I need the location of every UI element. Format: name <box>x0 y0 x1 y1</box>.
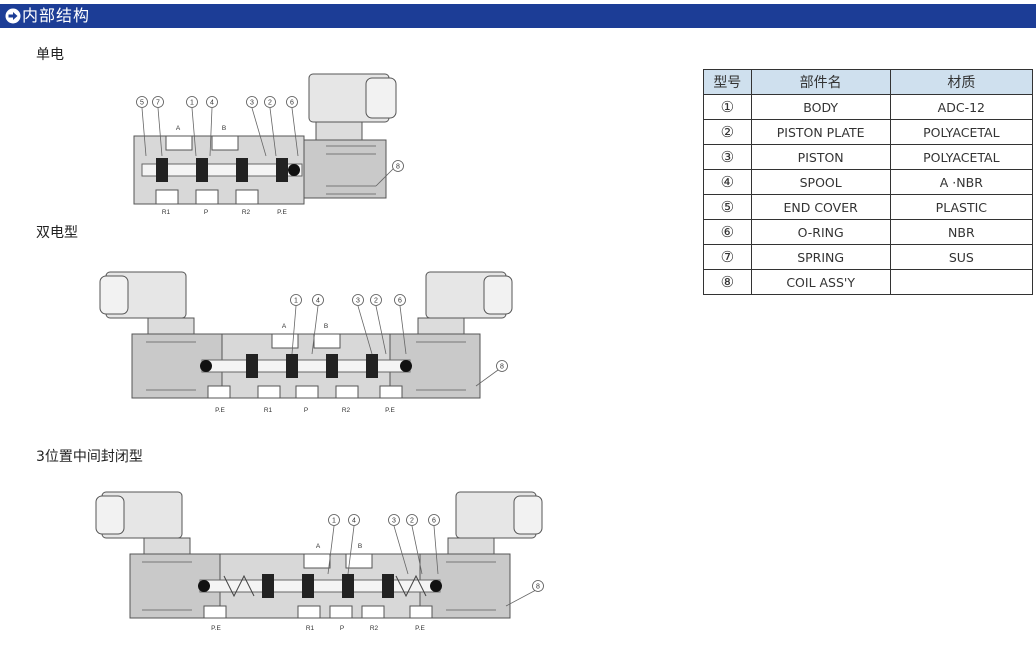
cell-part: BODY <box>750 94 891 120</box>
callout-label: 4 <box>210 100 214 107</box>
callout-label: 6 <box>432 518 436 525</box>
section-title: 内部结构 <box>22 6 91 25</box>
cell-no: ③ <box>703 144 752 170</box>
table-row: ④ SPOOL A ·NBR <box>703 169 1034 195</box>
port-label: B <box>358 543 362 550</box>
port-label: R1 <box>306 625 315 632</box>
cell-no: ⑥ <box>703 219 752 245</box>
port-label: A <box>176 125 181 132</box>
callout-label: 8 <box>500 364 504 371</box>
callout-label: 4 <box>316 298 320 305</box>
label-double-solenoid: 双电型 <box>36 225 78 241</box>
port-label: R2 <box>370 625 379 632</box>
cell-part: SPRING <box>750 244 891 270</box>
section-header: 内部结构 <box>0 4 1036 28</box>
callout-label: 3 <box>250 100 254 107</box>
cell-part: PISTON PLATE <box>750 119 891 145</box>
table-row: ⑥ O-RING NBR <box>703 219 1034 245</box>
header-model-no: 型号 <box>703 69 752 95</box>
cell-material: A ·NBR <box>889 169 1034 195</box>
callout-label: 8 <box>396 164 400 171</box>
cell-no: ④ <box>703 169 752 195</box>
cell-part: COIL ASS'Y <box>750 269 891 295</box>
port-label: P <box>340 625 344 632</box>
cell-material <box>889 269 1034 295</box>
callout-label: 1 <box>294 298 298 305</box>
port-label: P.E <box>385 407 395 414</box>
arrow-right-circle-icon <box>5 8 21 24</box>
callout-label: 1 <box>190 100 194 107</box>
cell-material: SUS <box>889 244 1034 270</box>
cell-material: POLYACETAL <box>889 144 1034 170</box>
diagram-double-solenoid: 1 4 3 2 6 8 A B P.E R1 P R2 P.E <box>99 271 513 414</box>
callout-label: 8 <box>536 584 540 591</box>
callout-label: 1 <box>332 518 336 525</box>
port-label: R2 <box>342 407 351 414</box>
label-single-solenoid: 单电 <box>36 47 64 63</box>
port-label: R1 <box>264 407 273 414</box>
header-material: 材质 <box>889 69 1034 95</box>
cell-no: ② <box>703 119 752 145</box>
port-label: P.E <box>211 625 221 632</box>
cell-material: PLASTIC <box>889 194 1034 220</box>
parts-table: 型号 部件名 材质 ① BODY ADC-12 ② PISTON PLATE P… <box>703 69 1034 295</box>
cell-material: ADC-12 <box>889 94 1034 120</box>
cell-material: POLYACETAL <box>889 119 1034 145</box>
table-row: ⑧ COIL ASS'Y <box>703 269 1034 295</box>
port-label: B <box>324 323 328 330</box>
cell-part: O-RING <box>750 219 891 245</box>
callout-label: 2 <box>374 298 378 305</box>
callout-label: 2 <box>268 100 272 107</box>
port-label: P.E <box>277 209 287 216</box>
callout-label: 3 <box>356 298 360 305</box>
port-label: R1 <box>162 209 171 216</box>
callout-label: 5 <box>140 100 144 107</box>
table-row: ① BODY ADC-12 <box>703 94 1034 120</box>
table-row: ② PISTON PLATE POLYACETAL <box>703 119 1034 145</box>
callout-label: 7 <box>156 100 160 107</box>
callout-label: 6 <box>290 100 294 107</box>
port-label: B <box>222 125 226 132</box>
diagram-single-solenoid: 5 7 1 4 3 2 6 8 A B R1 P R2 P.E <box>133 73 404 216</box>
table-row: ⑦ SPRING SUS <box>703 244 1034 270</box>
header-part-name: 部件名 <box>750 69 891 95</box>
cell-part: PISTON <box>750 144 891 170</box>
callout-label: 3 <box>392 518 396 525</box>
port-label: A <box>282 323 287 330</box>
table-row: ③ PISTON POLYACETAL <box>703 144 1034 170</box>
cell-no: ⑤ <box>703 194 752 220</box>
callout-label: 6 <box>398 298 402 305</box>
port-label: P.E <box>415 625 425 632</box>
port-label: R2 <box>242 209 251 216</box>
cell-part: SPOOL <box>750 169 891 195</box>
port-label: P.E <box>215 407 225 414</box>
table-row: ⑤ END COVER PLASTIC <box>703 194 1034 220</box>
port-label: A <box>316 543 321 550</box>
callout-label: 2 <box>410 518 414 525</box>
table-header-row: 型号 部件名 材质 <box>703 69 1034 95</box>
callout-label: 4 <box>352 518 356 525</box>
cell-material: NBR <box>889 219 1034 245</box>
label-three-position: 3位置中间封闭型 <box>36 449 143 465</box>
cell-no: ⑧ <box>703 269 752 295</box>
cell-no: ⑦ <box>703 244 752 270</box>
cell-part: END COVER <box>750 194 891 220</box>
cell-no: ① <box>703 94 752 120</box>
diagram-three-position: 1 4 3 2 6 8 A B P.E R1 P R2 P.E <box>95 491 544 632</box>
port-label: P <box>304 407 308 414</box>
port-label: P <box>204 209 208 216</box>
